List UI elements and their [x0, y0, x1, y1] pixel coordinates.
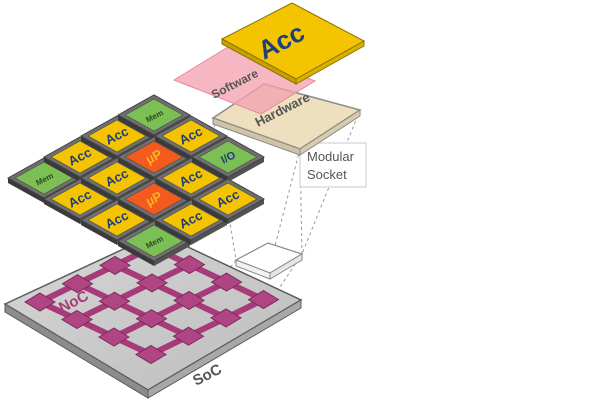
socket-label-line2: Socket	[307, 167, 347, 182]
noc-router	[135, 309, 168, 329]
noc-router	[172, 326, 205, 346]
tile-array: MemAccAccMemAccAccµPAccAccµPAccI/OMemAcc…	[6, 94, 266, 266]
tile-acc: Acc	[190, 178, 266, 224]
socket-label-line1: Modular	[307, 149, 355, 164]
noc-router	[173, 290, 205, 310]
noc-router	[24, 292, 56, 312]
noc-router	[210, 308, 242, 328]
accelerator-block	[220, 2, 366, 85]
noc-router	[135, 344, 167, 365]
tile-label: µP	[143, 188, 165, 209]
modular-socket-callout: Modular Socket	[299, 142, 367, 188]
software-layer	[172, 46, 317, 115]
noc-router	[61, 309, 93, 330]
noc-router	[98, 327, 130, 347]
noc-router	[247, 290, 280, 310]
noc-router	[98, 291, 131, 311]
tile-io: I/O	[190, 136, 266, 182]
noc-router	[173, 255, 206, 275]
tile-label: µP	[143, 146, 165, 167]
noc-router	[210, 272, 243, 292]
noc-router	[136, 273, 168, 293]
noc-mesh	[24, 237, 280, 365]
noc-router	[99, 255, 131, 275]
modular-socket-small	[234, 242, 304, 280]
noc-router	[61, 274, 94, 294]
